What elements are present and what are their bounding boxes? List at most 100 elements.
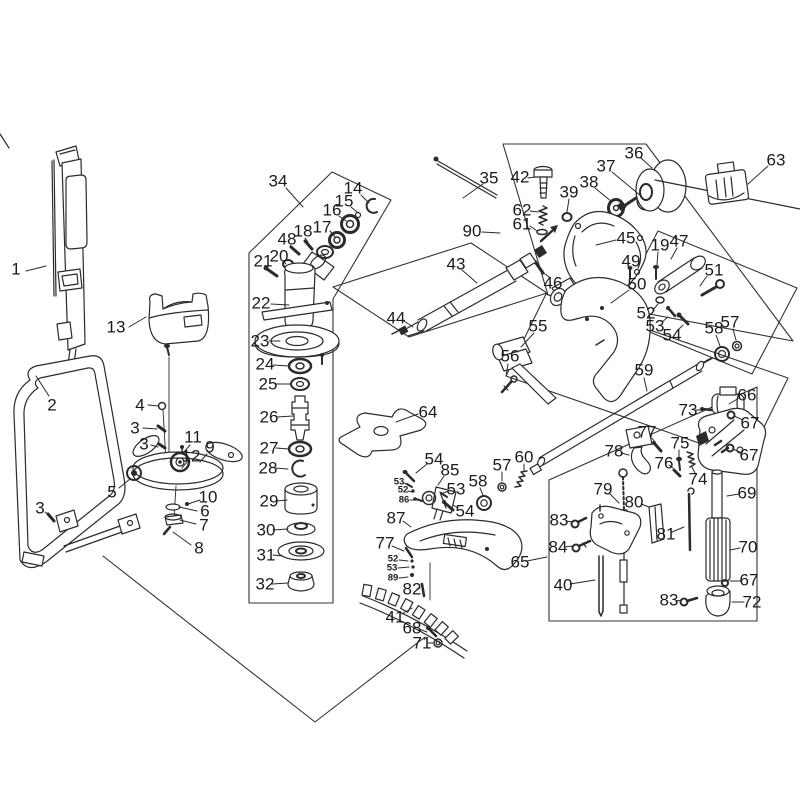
part-label-8-13: 8	[194, 539, 203, 558]
part-label-2-2: 2	[47, 396, 56, 415]
part-label-26-28: 26	[260, 408, 279, 427]
guard-frame	[13, 355, 141, 569]
leader-line-11-6	[183, 444, 191, 453]
leader-line-83-101	[675, 599, 683, 602]
part-label-1-0: 1	[11, 260, 20, 279]
part-label-58-56: 58	[705, 319, 724, 338]
leader-line-7-12	[179, 519, 197, 525]
part-label-38-43: 38	[580, 173, 599, 192]
part-label-49-49: 49	[622, 252, 641, 271]
leader-line-64-35	[395, 413, 419, 423]
leader-line-58-79	[479, 487, 484, 496]
leader-line-46-46	[540, 270, 550, 278]
part-label-64-35: 64	[419, 403, 438, 422]
part-label-55-60: 55	[529, 317, 548, 336]
part-label-19-50: 19	[651, 236, 670, 255]
engine-group-small-parts	[433, 156, 553, 236]
part-label-20-22: 20	[270, 247, 289, 266]
part-label-77-88: 77	[376, 534, 395, 553]
part-label-46-46: 46	[544, 274, 563, 293]
leader-line-52-85	[407, 490, 413, 493]
part-label-56-61: 56	[501, 347, 520, 366]
part-label-84-98: 84	[549, 538, 568, 557]
throttle-group	[570, 386, 767, 617]
leader-line-21-23	[265, 265, 270, 271]
leader-line-16-18	[338, 215, 347, 222]
leader-line-69-74	[726, 493, 740, 497]
part-label-3-4: 3	[130, 419, 139, 438]
leader-line-68-94	[418, 628, 428, 633]
edge-line	[0, 133, 10, 149]
part-label-4-3: 4	[135, 396, 144, 415]
leader-line-52-89	[398, 559, 409, 562]
part-label-83-101: 83	[660, 591, 679, 610]
leader-line-3-4	[142, 427, 158, 430]
leader-line-80-72	[640, 503, 650, 508]
drive-shaft	[391, 245, 547, 337]
leader-line-70-75	[729, 547, 741, 551]
leader-line-38-43	[594, 187, 613, 203]
hanger-bracket	[148, 292, 210, 461]
leader-line-14-16	[360, 194, 370, 204]
part-label-82-92: 82	[403, 580, 422, 599]
leader-line-34-15	[285, 187, 304, 208]
leader-line-61-39	[529, 225, 538, 232]
leader-line-54-55	[677, 324, 684, 331]
part-label-54-83: 54	[456, 502, 475, 521]
part-label-9-8: 9	[205, 438, 214, 457]
part-label-74-69: 74	[689, 470, 708, 489]
leader-line-89-91	[398, 576, 409, 579]
group-lines-left	[102, 555, 426, 723]
group-box-65	[548, 386, 758, 622]
part-label-17-19: 17	[313, 218, 332, 237]
part-label-51-52: 51	[705, 261, 724, 280]
part-label-70-75: 70	[739, 538, 758, 557]
leader-line-35-36	[462, 183, 484, 199]
part-label-89-91: 89	[388, 573, 399, 584]
part-label-42-37: 42	[511, 168, 530, 187]
leader-line-43-47	[461, 269, 478, 284]
leader-line-31-33	[272, 554, 284, 557]
part-label-76-68: 76	[655, 454, 674, 473]
part-label-50-59: 50	[628, 275, 647, 294]
part-label-3-14: 3	[35, 499, 44, 518]
leader-line-79-71	[609, 493, 620, 504]
leader-line-87-87	[402, 520, 412, 528]
part-label-24-26: 24	[256, 355, 275, 374]
clamp-group	[653, 255, 743, 362]
leader-line-9-8	[199, 453, 208, 463]
part-label-69-74: 69	[738, 484, 757, 503]
part-label-58-79: 58	[469, 472, 488, 491]
group-box-shaft	[332, 242, 548, 338]
part-label-13-1: 13	[107, 318, 126, 337]
part-label-85-80: 85	[441, 461, 460, 480]
leader-line-8-13	[172, 531, 192, 546]
part-label-86-86: 86	[399, 495, 410, 506]
blade-guard-group	[359, 519, 523, 659]
leader-line-42-37	[527, 176, 537, 179]
leader-line-10-10	[187, 499, 201, 505]
leader-line-18-20	[304, 237, 309, 243]
leader-line-52-53	[652, 303, 659, 311]
leader-line-47-51	[670, 247, 678, 260]
part-label-34-15: 34	[269, 172, 288, 191]
part-label-87-87: 87	[387, 509, 406, 528]
part-label-43-47: 43	[447, 255, 466, 274]
part-label-60-77: 60	[515, 448, 534, 467]
part-label-53-84: 53	[394, 477, 405, 488]
part-label-71-95: 71	[413, 634, 432, 653]
leader-line-44-48	[403, 320, 414, 328]
leader-line-67-65	[733, 415, 744, 421]
part-label-53-90: 53	[387, 563, 398, 574]
leader-line-27-29	[275, 447, 290, 450]
part-label-90-40: 90	[463, 222, 482, 241]
part-label-52-85: 52	[398, 485, 409, 496]
leader-line-74-69	[691, 466, 696, 474]
part-label-53-81: 53	[447, 480, 466, 499]
part-label-27-29: 27	[260, 439, 279, 458]
part-label-67-100: 67	[740, 571, 759, 590]
part-label-18-20: 18	[294, 222, 313, 241]
leader-line-32-34	[271, 582, 289, 585]
